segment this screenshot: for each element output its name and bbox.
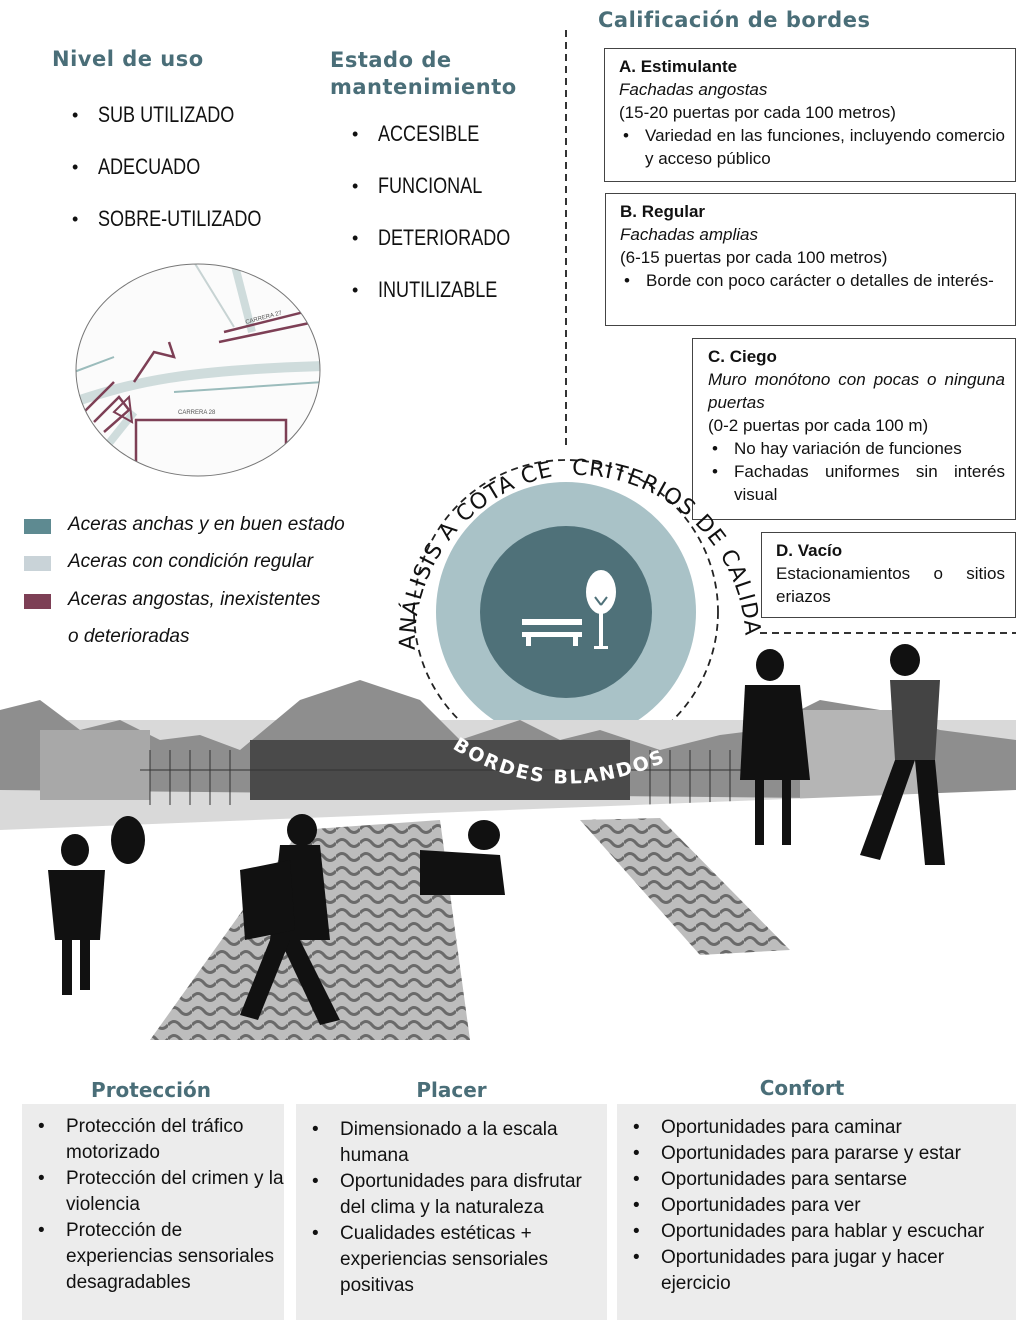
list-item: Oportunidades para sentarse — [617, 1167, 1014, 1193]
proteccion-title: Protección — [91, 1078, 211, 1102]
list-item: Oportunidades para hablar y escuchar — [617, 1219, 1014, 1245]
street-map: CARRERA 27 CARRERA 28 — [75, 263, 321, 477]
legend-swatch — [24, 556, 51, 571]
list-item: DETERIORADO — [332, 225, 572, 277]
list-item: SUB UTILIZADO — [52, 102, 312, 154]
placer-title: Placer — [416, 1078, 487, 1102]
list-item: Oportunidades para caminar — [617, 1115, 1014, 1141]
list-item: Protección del crimen y la violencia — [22, 1166, 284, 1218]
card-regular: B. Regular Fachadas amplias (6-15 puerta… — [605, 193, 1016, 326]
legend-continuation: o deterioradas — [68, 626, 190, 647]
confort-box: Oportunidades para caminar Oportunidades… — [617, 1104, 1016, 1320]
list-item: ADECUADO — [52, 154, 312, 206]
list-item: Oportunidades para disfrutar del clima y… — [296, 1169, 595, 1221]
legend-swatch — [24, 519, 51, 534]
inner-circle — [480, 526, 652, 698]
calificacion-title: Calificación de bordes — [598, 8, 871, 32]
list-item: Oportunidades para jugar y hacer ejercic… — [617, 1245, 1014, 1297]
estado-list: ACCESIBLE FUNCIONAL DETERIORADO INUTILIZ… — [332, 121, 572, 329]
central-diagram: ANÁLISIS A COTA CERO CRITERIOS DE CALIDA… — [360, 420, 764, 765]
card-vacio: D. Vacío Estacionamientos o sitios eriaz… — [761, 532, 1016, 618]
list-item: SOBRE-UTILIZADO — [52, 206, 312, 258]
card-estimulante: A. Estimulante Fachadas angostas (15-20 … — [604, 48, 1016, 182]
map-street-label: CARRERA 28 — [178, 410, 216, 416]
plaza-photo: BORDES BLANDOS — [0, 644, 1016, 1060]
list-item: Dimensionado a la escala humana — [296, 1117, 595, 1169]
legend-swatch — [24, 594, 51, 609]
nivel-uso-title: Nivel de uso — [52, 47, 204, 71]
list-item: Oportunidades para ver — [617, 1193, 1014, 1219]
placer-box: Dimensionado a la escala humana Oportuni… — [296, 1104, 607, 1320]
list-item: Oportunidades para pararse y estar — [617, 1141, 1014, 1167]
tree-icon — [586, 570, 616, 649]
estado-title: Estado de mantenimiento — [330, 48, 517, 99]
proteccion-box: Protección del tráfico motorizado Protec… — [22, 1104, 284, 1320]
nivel-uso-list: SUB UTILIZADO ADECUADO SOBRE-UTILIZADO — [52, 102, 312, 258]
list-item: Protección del tráfico motorizado — [22, 1114, 284, 1166]
card-ciego: C. Ciego Muro monótono con pocas o ningu… — [692, 338, 1016, 520]
list-item: ACCESIBLE — [332, 121, 572, 173]
list-item: INUTILIZABLE — [332, 277, 572, 329]
list-item: FUNCIONAL — [332, 173, 572, 225]
bench-icon — [522, 619, 582, 646]
confort-title: Confort — [759, 1076, 845, 1100]
list-item: Cualidades estéticas + experiencias sens… — [296, 1221, 595, 1299]
list-item: Protección de experiencias sensoriales d… — [22, 1218, 284, 1296]
